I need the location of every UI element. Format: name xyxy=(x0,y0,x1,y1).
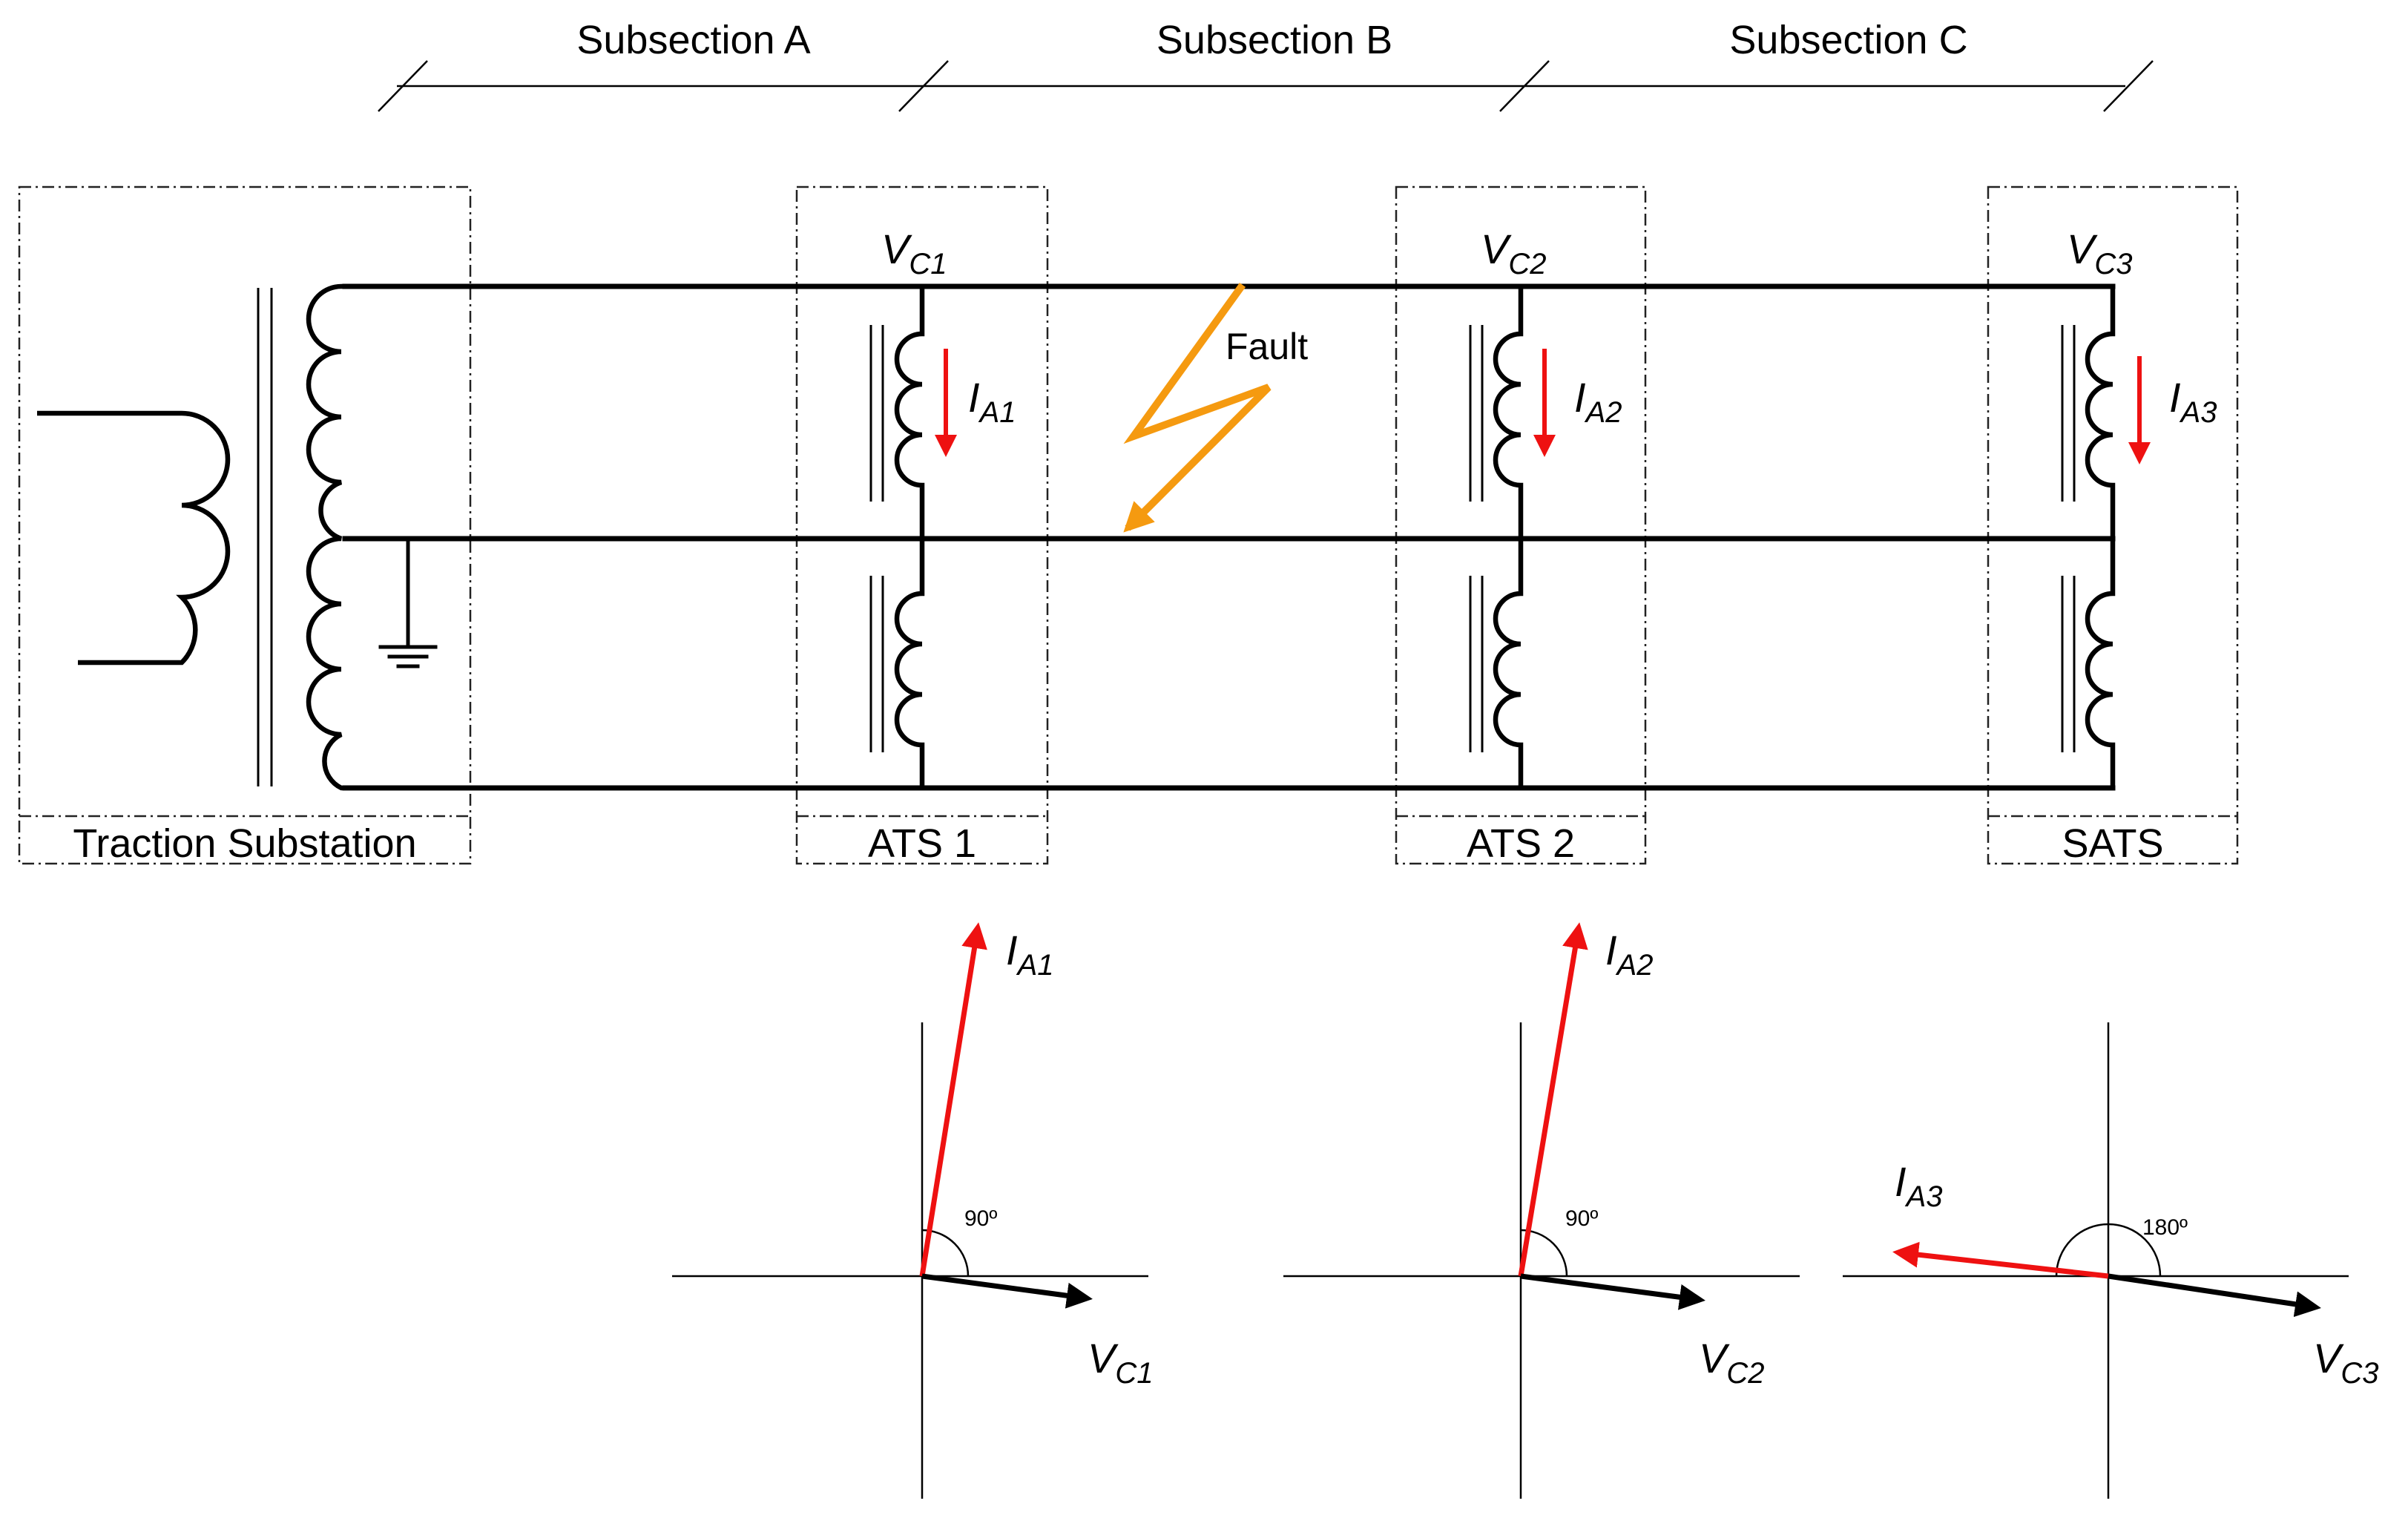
angle-arc xyxy=(2055,1223,2162,1277)
subsection-dimension-line xyxy=(378,60,2154,112)
vc3-phasor xyxy=(2108,1273,2321,1318)
angle-label: 180º xyxy=(2142,1215,2188,1240)
subsection-c-label: Subsection C xyxy=(1729,18,1967,62)
fault-label: Fault xyxy=(1226,326,1308,367)
vc1-phasor-label: VC1 xyxy=(1088,1335,1154,1390)
angle-label: 90º xyxy=(1565,1206,1598,1231)
secondary-winding xyxy=(306,283,349,791)
ats2-box: ATS 2 xyxy=(1395,185,1647,866)
ia1-phasor-label: IA1 xyxy=(1006,927,1054,982)
vc3-phasor-label: VC3 xyxy=(2313,1335,2379,1390)
traction-substation-label: Traction Substation xyxy=(73,821,416,866)
ia3-label: IA3 xyxy=(2169,374,2217,429)
angle-label: 90º xyxy=(964,1206,997,1231)
ia3-phasor-label: IA3 xyxy=(1895,1158,1943,1213)
phasor-diagram-ats1: 90º IA1 VC1 xyxy=(672,922,1154,1499)
vc2-phasor-label: VC2 xyxy=(1699,1335,1765,1390)
sats-box: SATS xyxy=(1987,185,2239,866)
subsection-b-label: Subsection B xyxy=(1157,18,1392,62)
tick-mark xyxy=(898,60,949,112)
sats-label: SATS xyxy=(2062,821,2163,866)
vc1-label: VC1 xyxy=(881,226,947,280)
tick-mark xyxy=(378,60,428,112)
vc3-label: VC3 xyxy=(2067,226,2133,280)
vc2-phasor xyxy=(1520,1273,1705,1310)
tick-mark xyxy=(2103,60,2154,112)
primary-winding xyxy=(37,410,231,666)
vc1-phasor xyxy=(921,1273,1093,1309)
ats2-autotransformer xyxy=(1469,286,1524,788)
vc2-label: VC2 xyxy=(1481,226,1547,280)
ia2-phasor xyxy=(1518,922,1588,1277)
ats1-label: ATS 1 xyxy=(868,821,976,866)
ats1-box: ATS 1 xyxy=(795,185,1049,866)
ia3-phasor xyxy=(1892,1241,2109,1279)
ia1-label: IA1 xyxy=(968,374,1016,429)
traction-transformer xyxy=(37,283,349,791)
subsection-a-label: Subsection A xyxy=(576,18,810,62)
ground-symbol xyxy=(378,536,438,668)
tick-mark xyxy=(1499,60,1550,112)
sats-autotransformer xyxy=(2061,286,2116,788)
fault-lightning-icon xyxy=(1123,283,1272,533)
ats2-label: ATS 2 xyxy=(1467,821,1575,866)
phasor-diagram-sats: 180º IA3 VC3 xyxy=(1843,1022,2379,1499)
ia2-label: IA2 xyxy=(1574,374,1622,429)
traction-substation-box: Traction Substation xyxy=(18,185,472,866)
ats1-autotransformer xyxy=(869,286,925,788)
ia2-phasor-label: IA2 xyxy=(1605,927,1654,982)
phasor-diagram-ats2: 90º IA2 VC2 xyxy=(1283,922,1800,1499)
ia1-phasor xyxy=(919,922,987,1277)
